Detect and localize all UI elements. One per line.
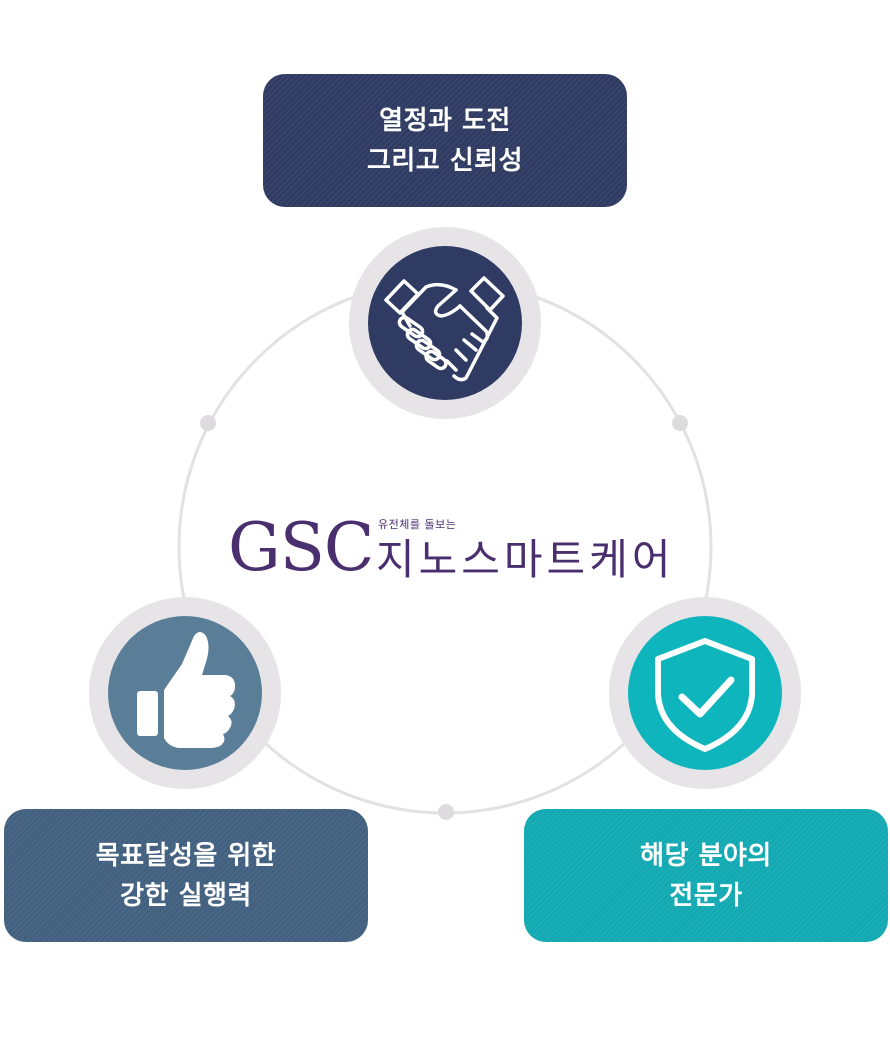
logo-name: 지노스마트케어 (376, 535, 675, 584)
node-left-label-box: 목표달성을 위한 강한 실행력 (4, 809, 368, 942)
thumbs-up-icon (137, 632, 236, 748)
ring-dot-upper-right (672, 415, 688, 431)
ring-dot-upper-left (200, 415, 216, 431)
logo-brand: GSC (228, 509, 374, 586)
node-right-label-box: 해당 분야의 전문가 (524, 809, 888, 942)
node-left-circle (89, 597, 281, 789)
node-right-label-line1: 해당 분야의 (640, 840, 772, 871)
node-left-label-line1: 목표달성을 위한 (95, 840, 277, 871)
shield-check-icon (655, 638, 755, 752)
node-top-circle (349, 227, 541, 419)
node-top-label-box: 열정과 도전 그리고 신뢰성 (263, 74, 627, 207)
node-right-label-line2: 전문가 (669, 880, 743, 911)
handshake-icon (384, 276, 505, 382)
ring-dot-bottom (438, 804, 454, 820)
node-top-label-line1: 열정과 도전 (379, 105, 511, 136)
company-logo: GSC 유전체를 돌보는 지노스마트케어 (228, 510, 688, 590)
node-right-circle (609, 597, 801, 789)
node-left-label-line2: 강한 실행력 (120, 880, 252, 911)
logo-tagline: 유전체를 돌보는 (378, 518, 457, 531)
node-top-label-line2: 그리고 신뢰성 (366, 145, 524, 176)
